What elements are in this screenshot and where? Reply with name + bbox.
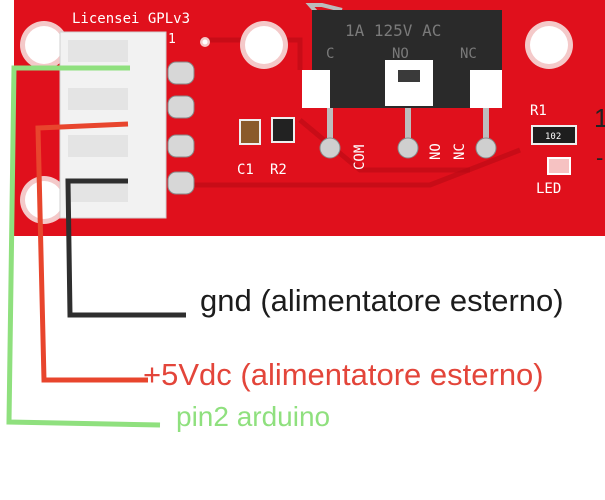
mounting-hole-inner: [25, 26, 63, 64]
resistor-code: 102: [545, 132, 561, 142]
trace: [200, 37, 303, 70]
connector-slot: [68, 135, 128, 157]
mounting-hole-inner: [25, 181, 63, 219]
signal-label: pin2 arduino: [176, 401, 331, 432]
r1-label: R1: [530, 103, 547, 119]
edge-fragment-dash: -: [596, 145, 604, 170]
r2-label: R2: [270, 162, 287, 178]
mounting-hole-inner: [245, 26, 283, 64]
switch-rating: 1A 125V AC: [345, 21, 441, 40]
pin-label-com: COM: [352, 145, 368, 170]
mounting-hole-inner: [530, 26, 568, 64]
connector-slot: [68, 180, 128, 202]
c1-label: C1: [237, 162, 254, 178]
signal-wire: [6, 65, 161, 428]
trace: [190, 147, 521, 188]
switch-window: [385, 60, 433, 106]
led: [547, 157, 571, 175]
switch-tab-left: [302, 70, 330, 108]
switch-pin-nc: NC: [460, 46, 477, 62]
smd-components: C1 R2 102 R1 LED: [237, 103, 577, 197]
connector-pin: [167, 171, 195, 195]
resistor-r2: [271, 117, 295, 143]
via-inner: [202, 39, 208, 45]
edge-fragment-digit: 1: [594, 103, 605, 133]
connector-pin: [167, 61, 195, 85]
microswitch: 1A 125V AC C NO NC COM NO NC: [302, 2, 502, 170]
connector-slot: [68, 40, 128, 62]
switch-solder-pad: [319, 137, 341, 159]
trace: [298, 118, 470, 173]
pin-label-no: NO: [428, 143, 444, 160]
led-label: LED: [536, 181, 561, 197]
connector-pin: [167, 95, 195, 119]
switch-solder-pad: [475, 137, 497, 159]
connector-ref: 1: [168, 32, 176, 47]
wires: [6, 65, 186, 428]
gnd-label: gnd (alimentatore esterno): [200, 283, 564, 318]
connector-pin: [167, 134, 195, 158]
switch-pin-no: NO: [392, 46, 409, 62]
capacitor-c1: [239, 119, 261, 145]
vcc-wire: [35, 121, 148, 383]
switch-tab-right: [470, 70, 502, 108]
connector-pins: [167, 61, 195, 195]
switch-actuator: [398, 70, 420, 82]
resistor-r1: [531, 125, 577, 145]
connector-slot: [68, 88, 128, 110]
silkscreen-title: Licensei GPLv3: [72, 11, 190, 27]
gnd-wire: [65, 178, 186, 318]
switch-pin-c: C: [326, 46, 334, 62]
switch-solder-pad: [397, 137, 419, 159]
switch-lever: [305, 2, 343, 16]
vcc-label: +5Vdc (alimentatore esterno): [143, 357, 544, 392]
pin-label-nc: NC: [452, 143, 468, 160]
